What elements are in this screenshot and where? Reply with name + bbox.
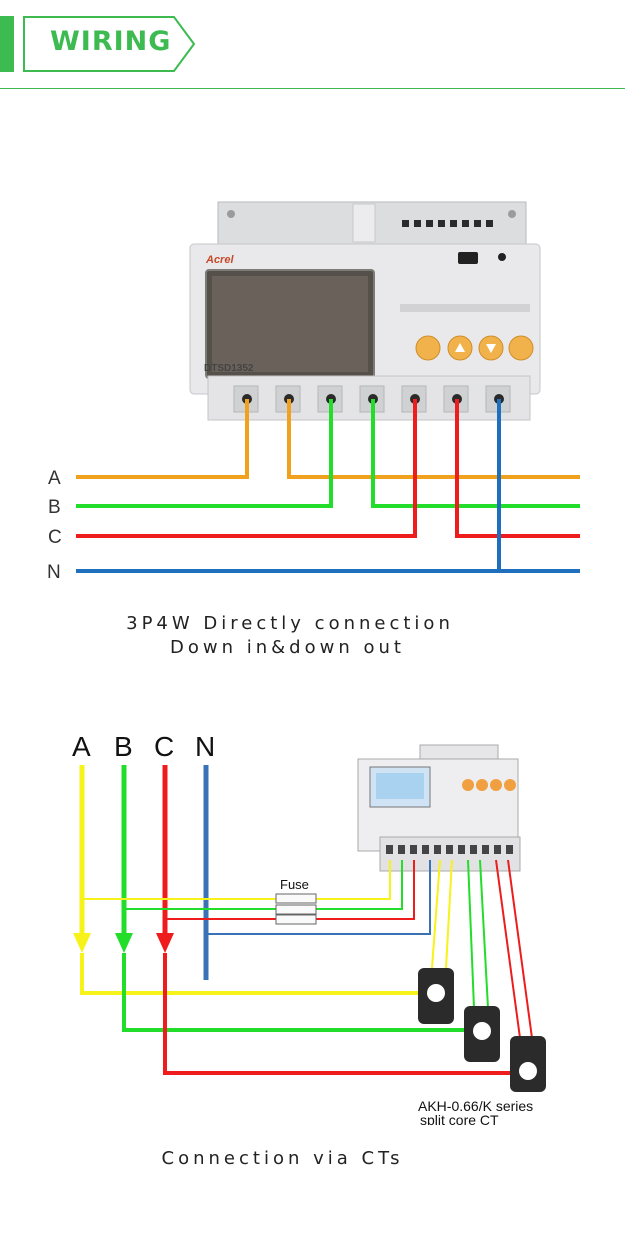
diagram2-caption: Connection via CTs (161, 1148, 404, 1169)
header-tag-shape (23, 16, 196, 72)
phase-b-out-wire (371, 399, 580, 508)
label-phase-b: B (48, 497, 61, 518)
phase-a-out-wire (287, 399, 580, 479)
fuse-blocks (275, 893, 317, 925)
label-neutral: N (47, 562, 61, 583)
ct-label-phase-b: B (114, 731, 133, 762)
ct-label-neutral: N (195, 731, 215, 762)
phase-a-in-wire (76, 399, 249, 479)
label-phase-a: A (48, 468, 61, 489)
ct-label-phase-a: A (72, 731, 91, 762)
section-title: WIRING (50, 26, 172, 57)
header-divider (0, 88, 625, 89)
diagram1-caption-line1: 3P4W Directly connection (126, 613, 454, 634)
meter-device: Acrel DTSD1352 (189, 201, 541, 421)
fuse-label: Fuse (280, 877, 309, 892)
ct-type-label: split core CT (420, 1112, 499, 1125)
direct-wiring-diagram: Acrel DTSD1352 (47, 201, 580, 583)
diagram1-caption-line2: Down in&down out (170, 637, 405, 658)
phase-c-arrow (156, 933, 174, 953)
meter-model-label: DTSD1352 (204, 363, 254, 374)
phase-b-arrow (115, 933, 133, 953)
current-transformers (418, 968, 546, 1092)
meter-brand-label: Acrel (205, 254, 234, 266)
phase-a-arrow (73, 933, 91, 953)
phase-c-out-wire (455, 399, 580, 538)
phase-b-in-wire (76, 399, 333, 508)
phase-c-in-wire (76, 399, 417, 538)
ct-label-phase-c: C (154, 731, 174, 762)
label-phase-c: C (48, 527, 62, 548)
header-accent-bar (0, 16, 14, 72)
ct-series-label: AKH-0.66/K series (418, 1098, 533, 1114)
ct-wiring-diagram: A B C N (72, 731, 546, 1125)
ct-meter-device (357, 744, 521, 872)
